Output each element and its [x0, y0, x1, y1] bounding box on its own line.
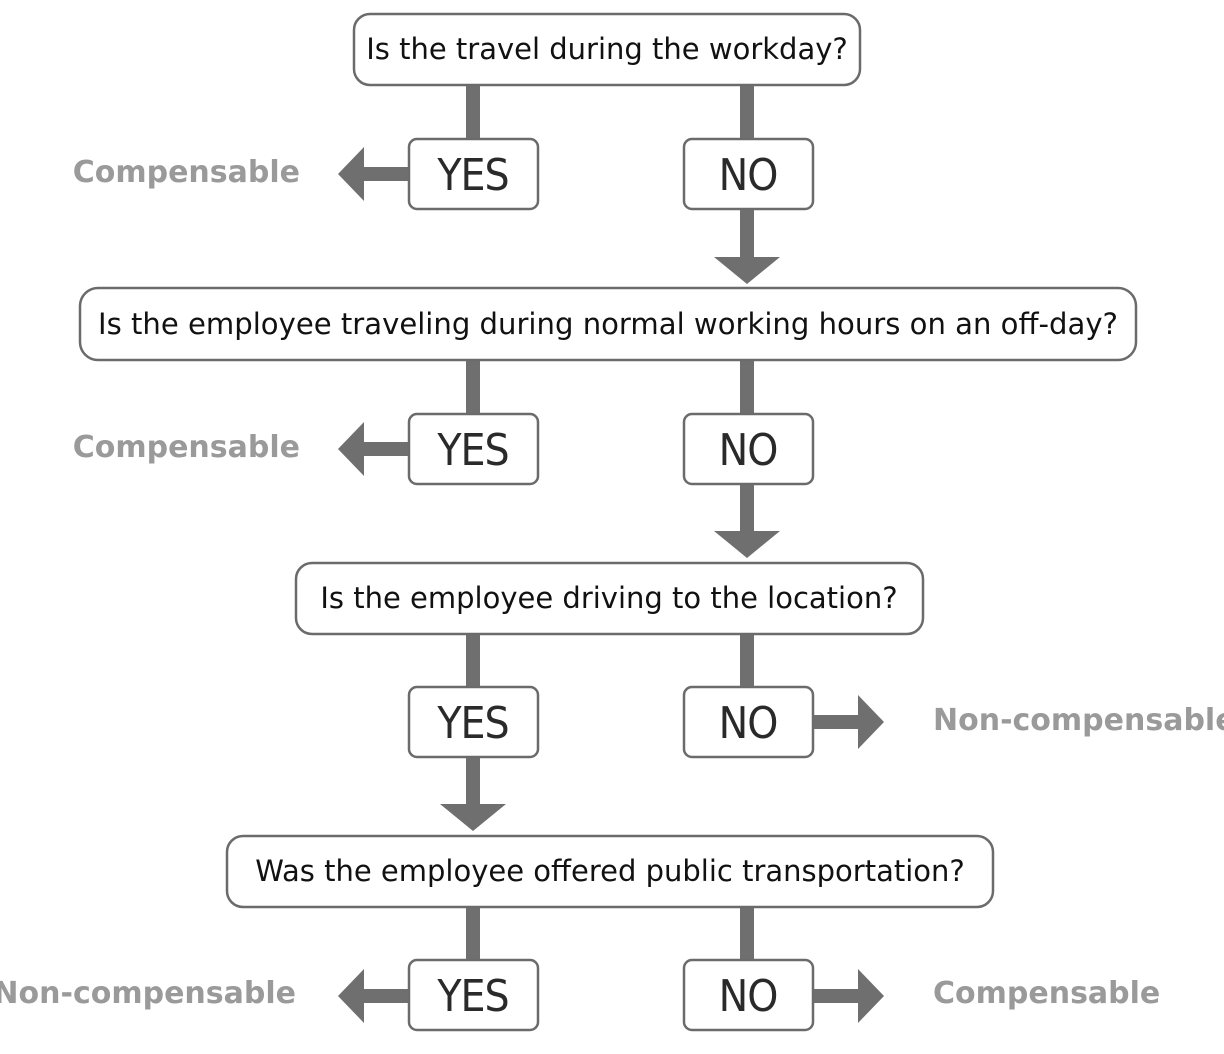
arrow-left-icon — [338, 422, 364, 476]
connector-q3-no-outcome — [811, 715, 863, 729]
q4-no-box — [682, 958, 815, 1032]
connector-q2-yes-outcome — [360, 442, 412, 456]
q3-yes-node: YES — [407, 685, 540, 759]
q2-yes-node: YES — [407, 412, 540, 486]
question-4-box — [225, 834, 995, 909]
connector-q4-yes-outcome — [360, 989, 412, 1003]
question-2-box — [78, 286, 1138, 362]
q1-no-label: NO — [719, 150, 778, 201]
connector-q3-no — [740, 633, 754, 689]
q2-no-label: NO — [719, 425, 778, 476]
q1-no-box — [682, 137, 815, 211]
connector-q1-no — [740, 84, 754, 140]
connector-q3-yes-down — [466, 756, 480, 808]
q1-yes-label: YES — [436, 150, 508, 201]
connector-q2-yes — [466, 359, 480, 415]
connector-q3-yes — [466, 633, 480, 689]
arrow-right-icon — [858, 695, 884, 749]
q1-no-node: NO — [682, 137, 815, 211]
question-2: Is the employee traveling during normal … — [78, 286, 1138, 362]
q3-yes-label: YES — [436, 698, 508, 749]
connector-q1-no-down — [740, 208, 754, 260]
connector-q2-no — [740, 359, 754, 415]
q1-yes-box — [407, 137, 540, 211]
outcome-q2-yes: Compensable — [73, 430, 300, 465]
q4-yes-node: YES — [407, 958, 540, 1032]
outcome-q4-yes: Non-compensable — [0, 976, 296, 1011]
q4-no-node: NO — [682, 958, 815, 1032]
connector-q4-no-outcome — [811, 989, 863, 1003]
q3-no-box — [682, 685, 815, 759]
arrow-left-icon — [338, 147, 364, 201]
q2-no-box — [682, 412, 815, 486]
question-2-text: Is the employee traveling during normal … — [98, 307, 1118, 341]
arrow-down-icon — [440, 804, 506, 831]
connector-q2-no-down — [740, 483, 754, 535]
q4-yes-box — [407, 958, 540, 1032]
connector-q1-yes-outcome — [360, 167, 412, 181]
q2-yes-label: YES — [436, 425, 508, 476]
question-3-box — [294, 561, 925, 636]
outcome-q4-no: Compensable — [933, 976, 1160, 1011]
q4-yes-label: YES — [436, 971, 508, 1022]
question-3: Is the employee driving to the location? — [294, 561, 925, 636]
question-1-text: Is the travel during the workday? — [366, 32, 848, 66]
connectors — [338, 84, 884, 1023]
q3-no-label: NO — [719, 698, 778, 749]
outcome-q1-yes: Compensable — [73, 155, 300, 190]
q1-yes-node: YES — [407, 137, 540, 211]
question-1-box — [352, 12, 862, 87]
connector-q1-yes — [466, 84, 480, 140]
q3-yes-box — [407, 685, 540, 759]
arrow-right-icon — [858, 969, 884, 1023]
question-3-text: Is the employee driving to the location? — [320, 581, 897, 615]
q3-no-node: NO — [682, 685, 815, 759]
q2-yes-box — [407, 412, 540, 486]
question-4: Was the employee offered public transpor… — [225, 834, 995, 909]
connector-q4-no — [740, 906, 754, 962]
arrow-down-icon — [714, 531, 780, 558]
arrow-left-icon — [338, 969, 364, 1023]
outcome-q3-no: Non-compensable — [933, 703, 1224, 738]
arrow-down-icon — [714, 257, 780, 284]
q2-no-node: NO — [682, 412, 815, 486]
q4-no-label: NO — [719, 971, 778, 1022]
question-1: Is the travel during the workday? — [352, 12, 862, 87]
question-4-text: Was the employee offered public transpor… — [255, 854, 965, 888]
connector-q4-yes — [466, 906, 480, 962]
